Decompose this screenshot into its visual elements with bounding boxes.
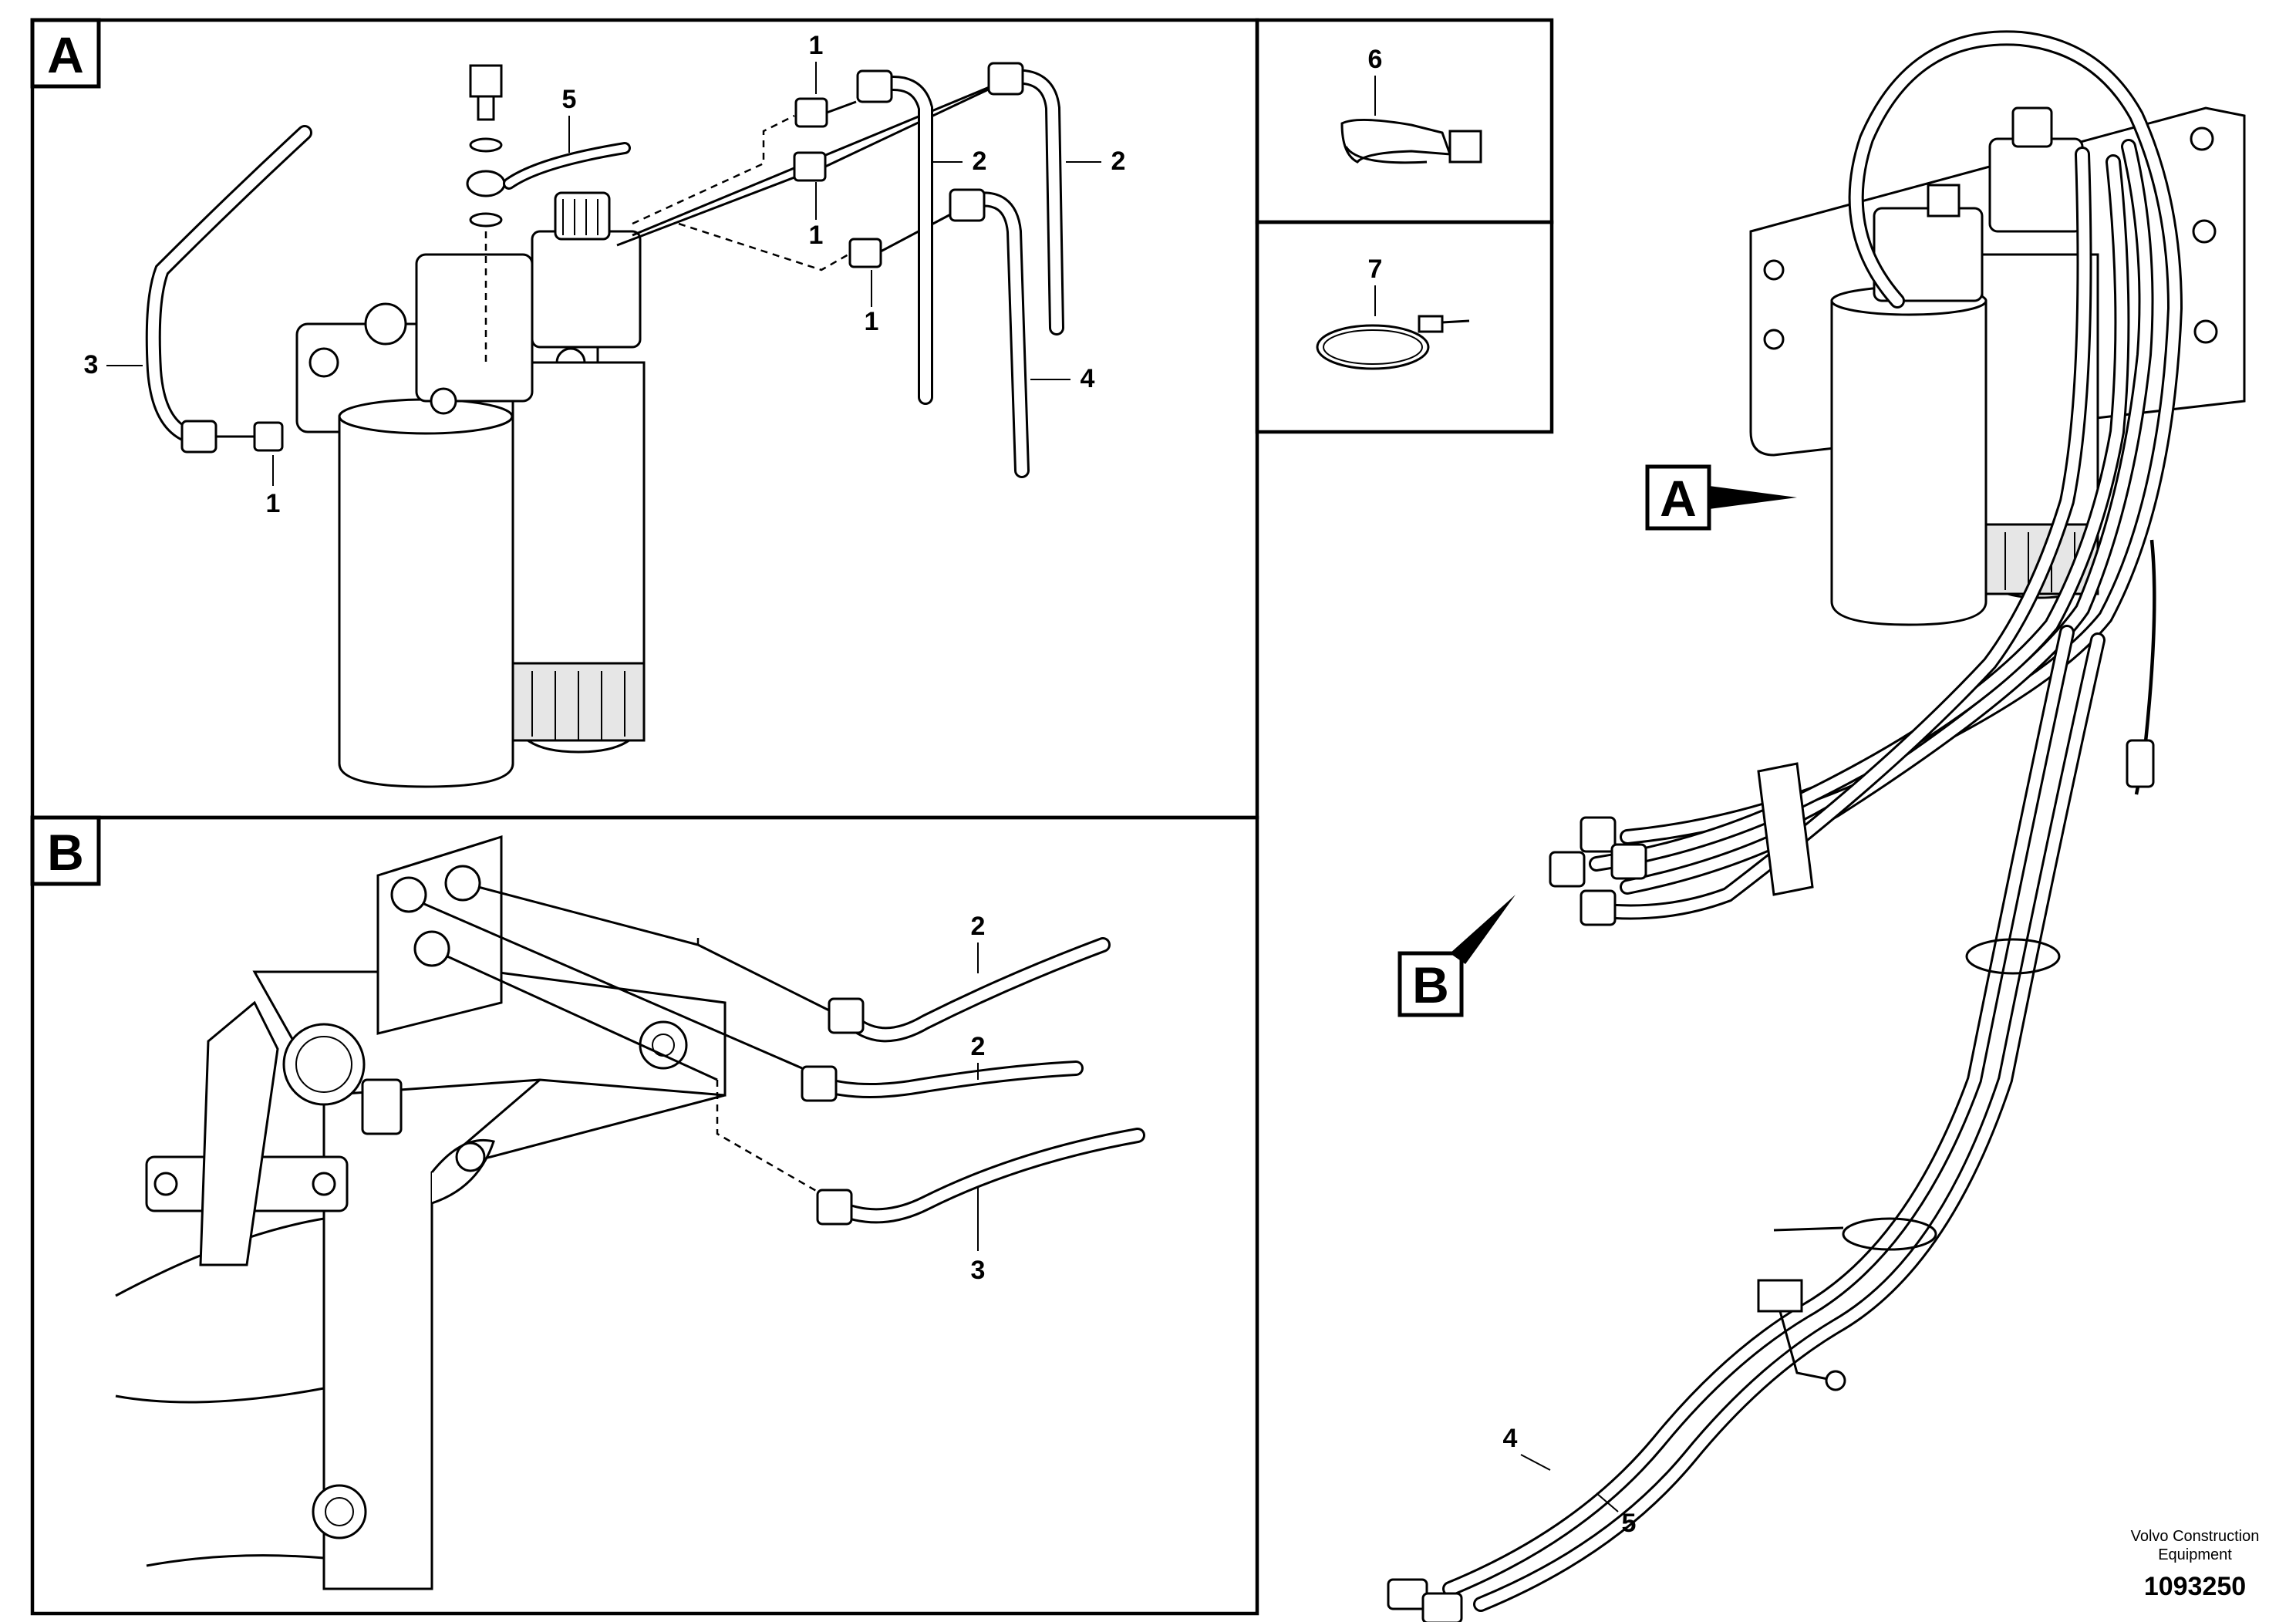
hose-2-right-panel-a (987, 62, 1064, 336)
electrical-connector (2126, 739, 2155, 788)
panel-a-label-box (30, 18, 101, 89)
fitting-1-right (848, 210, 957, 268)
panel-a-label: A (47, 26, 84, 83)
hose-nut (1580, 889, 1617, 926)
panel-item-6: 6 (1255, 18, 1554, 224)
callout-b-3: 3 (971, 1256, 986, 1285)
connection-dash (632, 114, 795, 225)
fitting-1-top (794, 97, 857, 128)
cable-tie-7-icon (1316, 315, 1470, 370)
callout-3: 3 (84, 350, 99, 379)
callout-2-left: 2 (973, 147, 987, 176)
callout-4: 4 (1081, 364, 1095, 393)
overview-drawing: A B 4 5 (1387, 30, 2246, 1622)
cable-tie (1842, 1217, 1937, 1251)
callout-b-2-mid: 2 (971, 1032, 986, 1061)
callout-5: 5 (562, 85, 577, 114)
clip-bracket (1757, 1279, 1803, 1313)
panel-b-label: B (47, 824, 84, 881)
pointer-b-box (1397, 951, 1464, 1017)
callout-7: 7 (1368, 255, 1383, 284)
callout-1-right: 1 (865, 307, 879, 336)
cable-tie (1965, 938, 2061, 975)
callout-1-top: 1 (809, 31, 824, 60)
callout-6: 6 (1368, 45, 1383, 74)
banjo-bolt (469, 64, 503, 98)
hose-3-panel-b (816, 1128, 1145, 1226)
hose-2-left-panel-a (856, 69, 933, 405)
filter-head (415, 253, 534, 403)
hose-3-panel-a (145, 125, 312, 454)
hose-5-panel-a (503, 142, 631, 190)
engine-block (115, 970, 727, 1590)
hose-clamp (1757, 762, 1814, 896)
pointer-a-label: A (1660, 470, 1697, 527)
filter-canister-main (338, 415, 514, 788)
connection-dash (678, 222, 849, 271)
callouts-panel-a: 1 1 1 1 2 2 3 4 5 (84, 31, 1126, 518)
company-name-line2: Equipment (2158, 1546, 2232, 1563)
panel-7-frame (1255, 220, 1554, 434)
company-name-line1: Volvo Construction (2131, 1528, 2260, 1545)
oil-filler-pipe (199, 1000, 279, 1266)
figure-number: 1093250 (2144, 1572, 2246, 1601)
hose-nut (1610, 843, 1647, 880)
bulkhead-plate (376, 835, 503, 1035)
connection-dash (716, 1080, 818, 1193)
adapter-fitting (253, 421, 284, 452)
callout-main-4: 4 (1503, 1424, 1518, 1453)
hand-primer-pump (531, 230, 642, 349)
connection-line (616, 176, 795, 247)
pointer-b-label: B (1412, 956, 1449, 1013)
pointer-b-arrow (1450, 895, 1515, 964)
panel-b-label-box (30, 815, 101, 886)
overview-lines-4-5 (1387, 625, 2106, 1622)
banjo-fitting (466, 170, 506, 197)
panel-a: A (30, 18, 1259, 820)
overview-filter-main (1830, 299, 1988, 626)
hose-nut (1549, 851, 1586, 888)
panel-6-frame (1255, 18, 1554, 224)
footer: Volvo Construction Equipment 1093250 (2131, 1528, 2260, 1601)
callout-main-5: 5 (1622, 1509, 1637, 1538)
clamp-6-icon (1340, 119, 1482, 164)
connection-line (447, 955, 718, 1081)
outlet-port (364, 302, 407, 346)
pointer-a-box (1645, 464, 1711, 531)
panel-item-7: 7 (1255, 220, 1554, 434)
fitting-1-mid (793, 85, 996, 182)
callout-1-mid: 1 (809, 221, 824, 250)
panel-b-frame (30, 815, 1259, 1616)
hose-2-top-panel-b (828, 937, 1111, 1043)
callout-1-left: 1 (266, 489, 281, 518)
pointer-a-arrow (1709, 486, 1797, 509)
hose-nut (180, 420, 217, 454)
callouts-panel-b: 2 2 3 (971, 912, 986, 1285)
connection-line (423, 902, 803, 1070)
hose-nut (1580, 816, 1617, 853)
hose-2-mid-panel-b (801, 1061, 1084, 1102)
bracket-bolt (308, 347, 339, 378)
panel-b: B (30, 815, 1259, 1616)
connection-line (477, 885, 699, 946)
drain-plug (312, 1484, 367, 1539)
hose-4-panel-a (949, 188, 1030, 478)
fuel-filter-assembly (295, 64, 646, 788)
callout-b-2-top: 2 (971, 912, 986, 941)
callout-2-right: 2 (1111, 147, 1126, 176)
